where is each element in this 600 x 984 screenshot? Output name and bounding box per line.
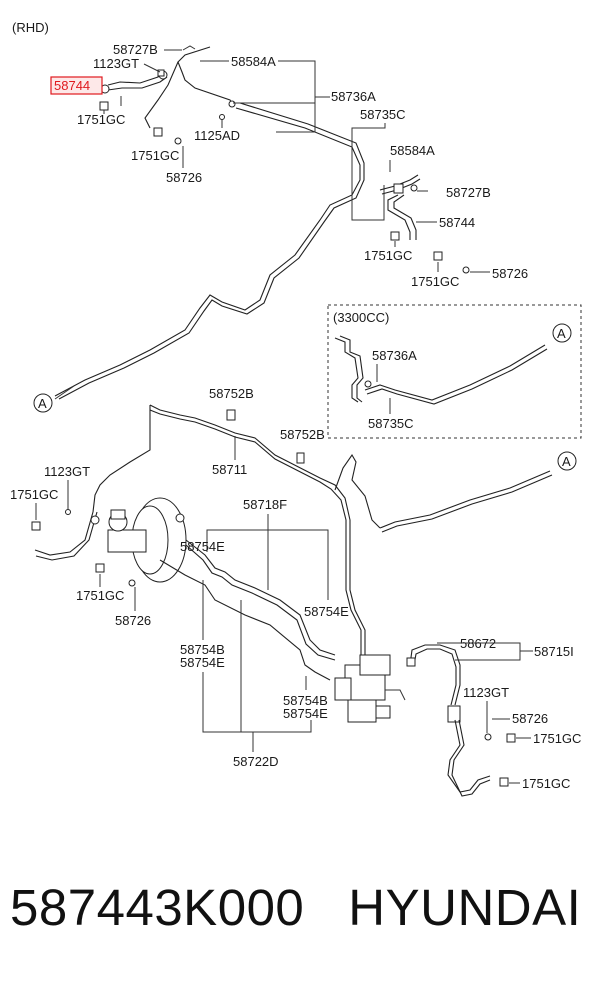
label-58736A-a: 58736A: [331, 89, 376, 104]
part-number: 587443K000: [10, 879, 305, 936]
right-wheel-sensor: [406, 644, 516, 797]
svg-text:A: A: [562, 454, 571, 469]
label-58711: 58711: [212, 462, 247, 477]
left-labels: 1123GT 1751GC 1751GC 58726: [10, 464, 151, 628]
label-1123GT-b: 1123GT: [44, 464, 90, 479]
label-58715I: 58715I: [534, 644, 574, 659]
top-left-labels: 58727B 1123GT 58584A 58744 58736A 1751GC…: [50, 42, 406, 221]
label-58754E-a: 58754E: [180, 539, 225, 554]
connector-a-3: A: [557, 451, 577, 471]
svg-text:A: A: [557, 326, 566, 341]
label-58726-d: 58726: [512, 711, 548, 726]
connector-a-2: A: [33, 393, 53, 413]
variant-label-rhd: (RHD): [12, 20, 49, 35]
label-1751GC-a: 1751GC: [77, 112, 125, 127]
right-labels: 58672 58715I 1123GT 58726 1751GC 1751GC: [437, 636, 581, 791]
top-left-pipe-assembly: [54, 45, 365, 400]
abs-hydraulic-unit: [334, 654, 406, 723]
label-58726-a: 58726: [166, 170, 202, 185]
highlight-box: [50, 76, 103, 95]
left-wheel-sensor: [31, 509, 136, 587]
label-1751GC-d: 1751GC: [411, 274, 459, 289]
label-58722D: 58722D: [233, 754, 279, 769]
label-58754B-a: 58754B: [180, 642, 225, 657]
connector-a-1: A: [552, 323, 572, 343]
label-1751GC-b: 1751GC: [131, 148, 179, 163]
label-58735C-a: 58735C: [360, 107, 406, 122]
label-58726-b: 58726: [492, 266, 528, 281]
middle-pipe-run: [92, 404, 553, 660]
label-58754E-c: 58754E: [180, 655, 225, 670]
label-58727B-a: 58727B: [113, 42, 158, 57]
label-58754E-d: 58754E: [283, 706, 328, 721]
label-1751GC-c: 1751GC: [364, 248, 412, 263]
label-1751GC-e: 1751GC: [10, 487, 58, 502]
label-1751GC-h: 1751GC: [522, 776, 570, 791]
label-1123GT-c: 1123GT: [463, 685, 509, 700]
label-58727B-b: 58727B: [446, 185, 491, 200]
label-1123GT-a: 1123GT: [93, 56, 139, 71]
label-58736A-b: 58736A: [372, 348, 417, 363]
label-58735C-b: 58735C: [368, 416, 414, 431]
middle-labels: 58752B 58752B 58711: [209, 386, 325, 477]
label-58744-b: 58744: [439, 215, 475, 230]
brand-name: HYUNDAI: [348, 879, 582, 936]
label-58744-highlighted[interactable]: 58744: [54, 78, 90, 93]
brake-line-diagram: (RHD) 58727B 1123GT 58584A: [10, 20, 582, 797]
label-1751GC-f: 1751GC: [76, 588, 124, 603]
variant-3300cc-box: (3300CC) 58736A 58735C: [327, 304, 582, 439]
label-58718F: 58718F: [243, 497, 287, 512]
top-right-hose-group: [379, 174, 470, 274]
brake-booster-assembly: [107, 497, 336, 681]
label-58584A-b: 58584A: [390, 143, 435, 158]
svg-text:A: A: [38, 396, 47, 411]
top-right-labels: 58584A 58727B 58744 1751GC 58726 1751GC: [364, 143, 528, 289]
label-58752B-a: 58752B: [209, 386, 254, 401]
label-58754E-b: 58754E: [304, 604, 349, 619]
label-1751GC-g: 1751GC: [533, 731, 581, 746]
clip-icon: [99, 101, 109, 111]
label-58754B-b: 58754B: [283, 693, 328, 708]
variant-label-3300cc: (3300CC): [333, 310, 389, 325]
label-58752B-b: 58752B: [280, 427, 325, 442]
center-labels: 58718F 58754E 58754E 58754B 58754E 58722…: [180, 497, 349, 769]
part-footer: 587443K000 HYUNDAI: [10, 878, 600, 948]
label-1125AD: 1125AD: [194, 128, 240, 143]
label-58584A-a: 58584A: [231, 54, 276, 69]
label-58726-c: 58726: [115, 613, 151, 628]
